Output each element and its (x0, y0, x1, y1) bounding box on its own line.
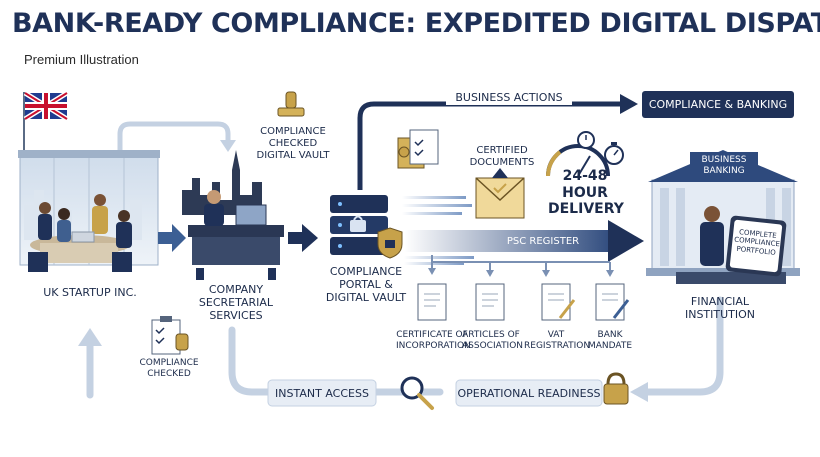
business-actions-arrowhead (620, 94, 638, 114)
magnifier-icon (400, 376, 434, 410)
document-mandate-icon (595, 283, 630, 321)
startup-loop-arrowhead (220, 140, 236, 152)
bank-sign-label: BUSINESS BANKING (701, 155, 747, 176)
clock-icon (577, 131, 595, 149)
document-label-mandate: BANK MANDATE (587, 330, 633, 351)
psc-register-arrow (404, 220, 644, 262)
stamp-icon (277, 91, 305, 117)
uk-flag-icon (23, 90, 69, 160)
document-articles-icon (475, 283, 505, 321)
page-title: BANK-READY COMPLIANCE: EXPEDITED DIGITAL… (12, 8, 820, 39)
checklist-icon (151, 316, 189, 355)
business-actions-arrow (357, 101, 622, 190)
page-subtitle: Premium Illustration (24, 52, 139, 67)
distribution-arrowheads (428, 268, 614, 277)
operational-readiness-pill-bg (455, 379, 603, 407)
envelope-icon (475, 168, 525, 219)
startup-office-illustration (18, 150, 160, 272)
portal-label: COMPLIANCE PORTAL & DIGITAL VAULT (325, 265, 407, 304)
compliance-banking-box: COMPLIANCE & BANKING (642, 91, 794, 118)
document-label-certificate: CERTIFICATE OF INCORPORATION (396, 330, 471, 351)
secretarial-label: COMPANY SECRETARIAL SERVICES (198, 283, 274, 322)
startup-loop-arrow (117, 121, 231, 150)
financial-institution-label: FINANCIAL INSTITUTION (684, 295, 756, 321)
document-certificate-icon (417, 283, 447, 321)
certified-folder-icon (397, 129, 439, 169)
portfolio-label: COMPLETE COMPLIANCE PORTFOLIO (733, 228, 781, 257)
document-vat-icon (541, 283, 576, 321)
instant-access-label: INSTANT ACCESS (275, 386, 369, 400)
certified-documents-label: CERTIFIED DOCUMENTS (469, 145, 535, 168)
bank-building-illustration (646, 150, 800, 284)
speedometer-icon (546, 144, 610, 177)
stopwatch-icon (604, 142, 624, 165)
instant-access-pill-bg (267, 379, 377, 407)
portal-server-illustration (330, 195, 403, 259)
arrow-startup-to-secretarial (158, 224, 186, 252)
vault-top-label: COMPLIANCE CHECKED DIGITAL VAULT (256, 126, 330, 161)
delivery-label: 24-48 HOUR DELIVERY (548, 168, 624, 218)
document-distribution-lines (431, 255, 611, 270)
compliance-checked-label: COMPLIANCE CHECKED (139, 358, 199, 379)
padlock-icon (603, 372, 629, 405)
startup-label: UK STARTUP INC. (43, 286, 137, 299)
secretarial-illustration (182, 150, 284, 280)
loop-arrowhead-up (78, 328, 102, 346)
arrow-secretarial-to-portal (288, 224, 318, 252)
speed-streaks (402, 196, 474, 265)
loop-arrowhead-left (630, 382, 648, 402)
tablet-portfolio-icon (725, 215, 787, 277)
operational-readiness-label: OPERATIONAL READINESS (457, 386, 601, 400)
psc-register-label: PSC REGISTER (506, 236, 580, 247)
business-actions-label: BUSINESS ACTIONS (446, 89, 572, 105)
document-label-vat: VAT REGISTRATION (524, 330, 591, 351)
document-label-articles: ARTICLES OF ASSOCIATION (462, 330, 524, 351)
